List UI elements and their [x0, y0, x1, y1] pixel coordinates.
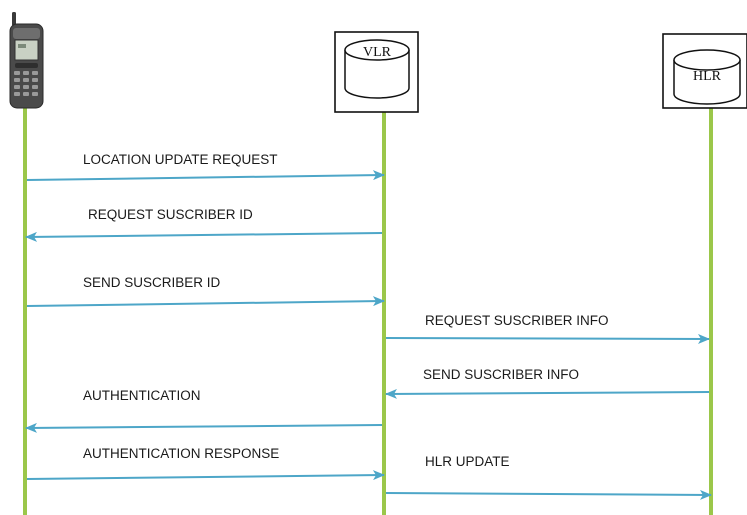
message-label: LOCATION UPDATE REQUEST	[83, 152, 278, 167]
database-cylinder-icon	[344, 39, 410, 99]
message-arrow	[26, 470, 385, 481]
vlr-node: VLR	[334, 31, 419, 113]
message: HLR UPDATE	[385, 454, 712, 500]
vlr-label: VLR	[363, 45, 392, 60]
mobile-phone-icon	[9, 12, 44, 109]
message: REQUEST SUSCRIBER INFO	[385, 313, 710, 344]
message-arrow	[385, 333, 710, 344]
message-label: REQUEST SUSCRIBER INFO	[425, 313, 609, 328]
messages: LOCATION UPDATE REQUEST REQUEST SUSCRIBE…	[25, 152, 712, 500]
message: REQUEST SUSCRIBER ID	[25, 207, 383, 242]
message: AUTHENTICATION	[25, 388, 383, 433]
message-label: SEND SUSCRIBER ID	[83, 275, 221, 290]
hlr-node: HLR	[662, 33, 747, 109]
message-arrow	[26, 170, 385, 181]
database-cylinder-icon	[673, 49, 741, 105]
message-label: HLR UPDATE	[425, 454, 510, 469]
message-arrow	[26, 296, 385, 307]
message-arrow	[25, 422, 383, 433]
message-label: AUTHENTICATION	[83, 388, 201, 403]
message-label: AUTHENTICATION RESPONSE	[83, 446, 279, 461]
message-arrow	[25, 231, 383, 242]
message: AUTHENTICATION RESPONSE	[26, 446, 385, 481]
message: SEND SUSCRIBER INFO	[385, 367, 710, 399]
message: SEND SUSCRIBER ID	[26, 275, 385, 307]
message-arrow	[385, 489, 712, 500]
message-arrow	[385, 388, 710, 399]
message: LOCATION UPDATE REQUEST	[26, 152, 385, 181]
message-label: SEND SUSCRIBER INFO	[423, 367, 579, 382]
message-label: REQUEST SUSCRIBER ID	[88, 207, 253, 222]
hlr-label: HLR	[693, 69, 722, 84]
